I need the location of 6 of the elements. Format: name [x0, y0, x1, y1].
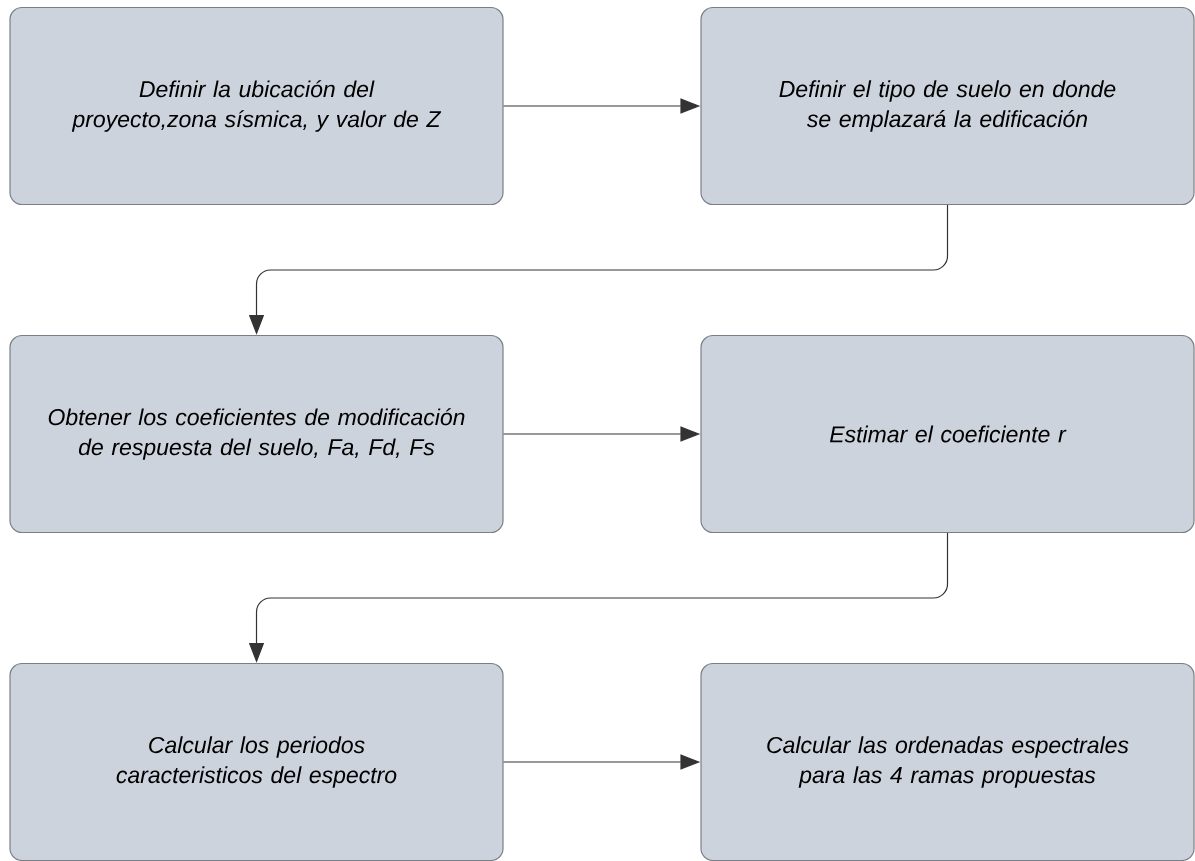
process-box: Calcular las ordenadas espectrales para las 4 ramas propuestas [700, 662, 1195, 861]
process-box: Definir la ubicación del proyecto,zona sísmica, y valor de Z [9, 6, 504, 206]
process-box: Obtener los coeficientes de modificación de respuesta del suelo, Fa, Fd, Fs [9, 334, 504, 534]
process-box: Calcular los periodos caracteristicos del espectro [9, 662, 504, 861]
process-box: Estimar el coeficiente r [700, 334, 1195, 534]
process-box: Definir el tipo de suelo en donde se emplazará la edificación [700, 6, 1195, 206]
